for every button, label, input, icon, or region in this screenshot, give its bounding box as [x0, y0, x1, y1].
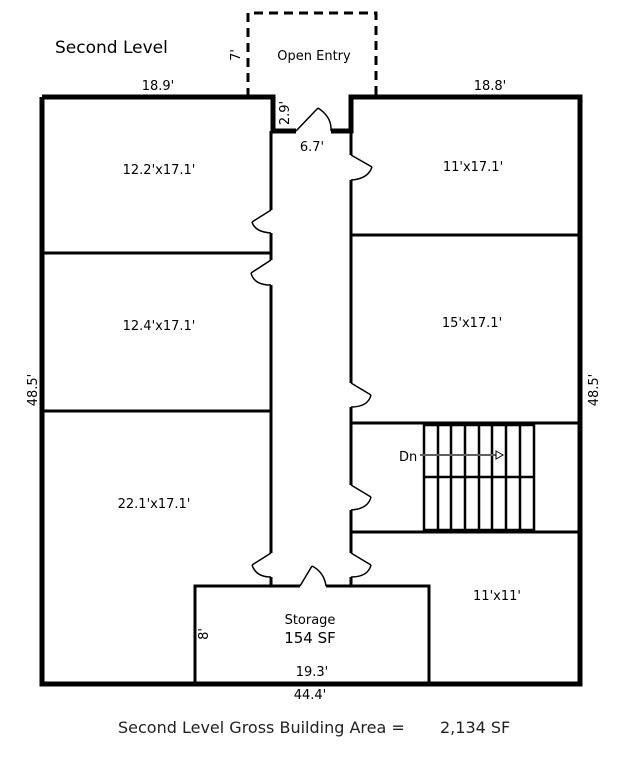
door-right-room-4: [350, 552, 372, 578]
open-entry-label: Open Entry: [277, 49, 351, 64]
door-left-room-1: [251, 209, 272, 234]
door-left-room-3: [251, 552, 272, 578]
door-stair-room: [350, 484, 372, 511]
top-right-dim: 18.8': [474, 79, 507, 94]
room-left-2-size: 12.4'x17.1': [123, 319, 196, 334]
storage-depth-dim: 8': [197, 628, 212, 640]
entry-depth-dim: 7': [229, 49, 244, 61]
room-right-2-size: 15'x17.1': [442, 316, 502, 331]
door-storage: [299, 565, 327, 587]
door-right-room-2: [350, 382, 372, 408]
entry-width-dim: 6.7': [300, 140, 324, 155]
gross-area-label: Second Level Gross Building Area =: [118, 718, 405, 737]
stairs-label: Dn: [399, 450, 417, 465]
top-left-dim: 18.9': [142, 79, 175, 94]
right-dim: 48.5': [587, 374, 602, 407]
door-right-room-1: [350, 154, 373, 181]
entry-step-dim: 2.9': [278, 101, 293, 125]
door-entry: [295, 107, 332, 132]
door-left-room-2: [250, 259, 272, 286]
doors: [250, 107, 373, 587]
room-right-4-size: 11'x11': [473, 589, 521, 604]
bottom-dim: 44.4': [294, 688, 327, 703]
storage-area: 154 SF: [284, 629, 336, 647]
storage-label: Storage: [285, 613, 336, 628]
stairs: [422, 423, 536, 532]
storage-width-dim: 19.3': [296, 665, 329, 680]
room-left-3-size: 22.1'x17.1': [118, 497, 191, 512]
stairs-down-arrow-icon: [420, 450, 505, 460]
room-left-1-size: 12.2'x17.1': [123, 163, 196, 178]
gross-area-value: 2,134 SF: [440, 718, 510, 737]
plan-title: Second Level: [55, 38, 168, 58]
interior-walls: [42, 131, 580, 684]
left-dim: 48.5': [26, 374, 41, 407]
room-right-1-size: 11'x17.1': [443, 160, 503, 175]
